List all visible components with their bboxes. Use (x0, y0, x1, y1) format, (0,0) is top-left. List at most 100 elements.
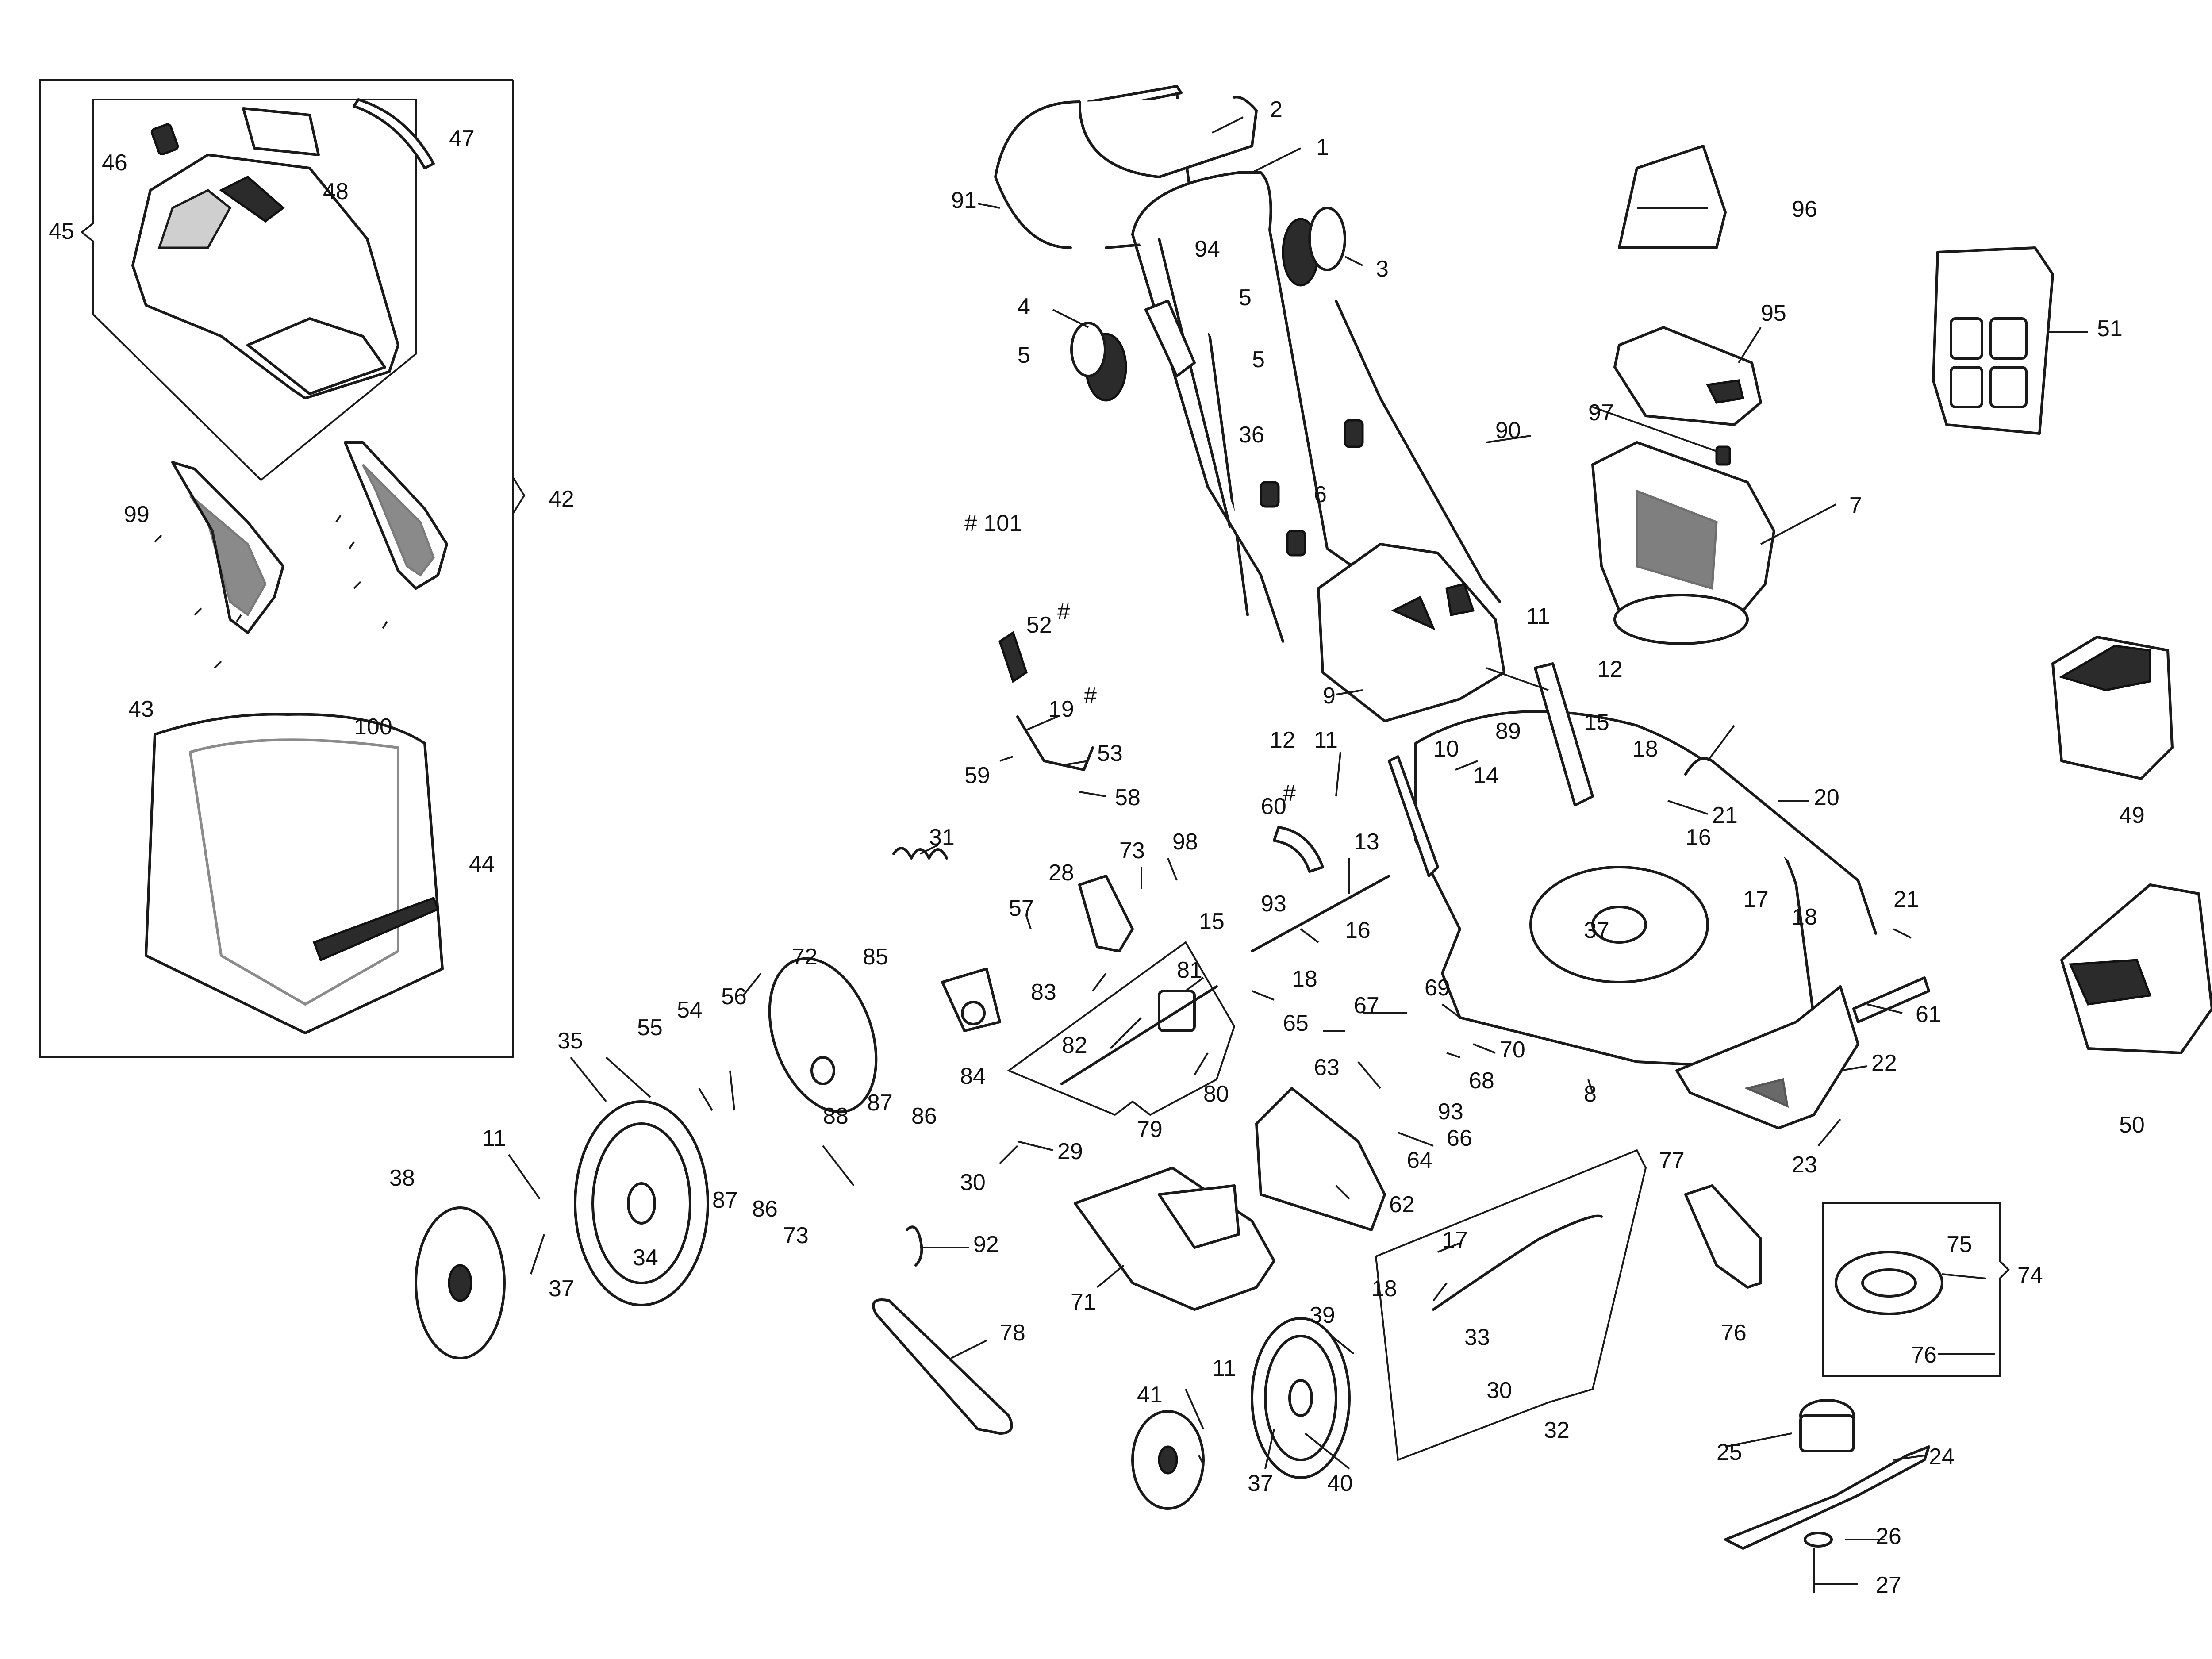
callout-85: 85 (863, 944, 888, 970)
callout-37b: 37 (549, 1276, 574, 1302)
callout-22: 22 (1871, 1050, 1897, 1076)
callout-78: 78 (1000, 1320, 1025, 1346)
callout-94: 94 (1194, 236, 1220, 262)
callout-92: 92 (973, 1232, 999, 1257)
catcher-side-panel-right-icon (344, 441, 448, 590)
top-flap-icon (1618, 145, 1727, 249)
pulley-72-icon (768, 957, 878, 1114)
callout-67: 67 (1354, 993, 1379, 1018)
callout-56: 56 (721, 984, 747, 1010)
callout-84: 84 (960, 1064, 986, 1089)
callout-70: 70 (1500, 1037, 1525, 1063)
front-cover-icon (1675, 985, 1859, 1129)
catcher-clip-icon (150, 123, 179, 155)
drive-belt-78-icon (872, 1298, 1013, 1435)
callout-32: 32 (1544, 1417, 1570, 1443)
mulch-plug-71-icon (1074, 1167, 1275, 1311)
callout-36: 36 (1239, 422, 1264, 448)
callout-52: 52 (1026, 612, 1052, 638)
callout-21b: 21 (1893, 887, 1919, 912)
callout-83: 83 (1031, 979, 1056, 1005)
callout-15b: 15 (1199, 909, 1225, 934)
rear-bracket-left-icon (1388, 755, 1439, 877)
callout-8: 8 (1584, 1081, 1597, 1107)
handle-knob-right-icon (1282, 207, 1346, 287)
callout-41: 41 (1137, 1382, 1163, 1408)
callout-80: 80 (1203, 1081, 1229, 1107)
callout-10: 10 (1433, 736, 1459, 762)
rear-bracket-right-icon (1534, 662, 1594, 806)
callout-98: 98 (1172, 829, 1198, 855)
callout-73a: 73 (1119, 838, 1145, 864)
front-wheel-icon (1251, 1317, 1351, 1479)
hash-mark-19: # (1084, 683, 1097, 709)
callout-5a: 5 (1018, 342, 1030, 368)
cable-assembly-group-frame (1375, 1149, 1647, 1461)
callout-47: 47 (449, 126, 475, 151)
washer-26-icon (1804, 1532, 1833, 1548)
gear-housing-icon (941, 968, 1001, 1032)
motor-81-icon (1060, 985, 1218, 1085)
callout-86b: 86 (752, 1196, 778, 1222)
callout-40: 40 (1327, 1471, 1353, 1496)
battery-pack-icon (2051, 636, 2174, 780)
callout-4: 4 (1018, 294, 1030, 319)
callout-93a: 93 (1261, 891, 1286, 917)
lid-latch-icon (1715, 445, 1731, 466)
callout-38: 38 (389, 1165, 415, 1191)
callout-51: 51 (2097, 316, 2123, 342)
callout-37a: 37 (1584, 918, 1609, 943)
callout-69: 69 (1425, 975, 1450, 1001)
callout-34: 34 (633, 1245, 658, 1271)
leader-lines (508, 116, 2088, 1585)
front-strip-icon (1852, 976, 1930, 1023)
handle-knob-left-icon (1070, 322, 1127, 402)
catcher-bag-icon (145, 713, 444, 1034)
callout-26: 26 (1876, 1524, 1901, 1549)
callout-71: 71 (1071, 1289, 1096, 1315)
callout-81: 81 (1177, 957, 1202, 983)
callout-50: 50 (2119, 1112, 2145, 1138)
callout-25: 25 (1717, 1440, 1742, 1465)
battery-charger-icon (2060, 883, 2212, 1054)
callout-99: 99 (124, 502, 150, 527)
callout-30b: 30 (1486, 1378, 1512, 1403)
catcher-handle-cover-icon (242, 107, 320, 156)
callout-12b: 12 (1270, 727, 1295, 753)
hash-mark-60: # (1283, 780, 1296, 806)
callout-2: 2 (1270, 97, 1283, 123)
callout-7: 7 (1849, 493, 1862, 518)
callout-23: 23 (1792, 1152, 1817, 1178)
callout-14: 14 (1473, 763, 1499, 788)
callout-48: 48 (323, 179, 349, 204)
callout-96: 96 (1792, 196, 1817, 222)
baffle-75-icon (1835, 1251, 1943, 1315)
drive-shaft-group-frame (1006, 941, 1236, 1116)
rear-wheel-icon (574, 1100, 709, 1306)
callout-72: 72 (792, 944, 818, 970)
callout-95: 95 (1761, 300, 1786, 326)
callout-89: 89 (1495, 718, 1521, 744)
callout-101: # 101 (964, 511, 1022, 536)
battery-cover-icon (1317, 543, 1505, 722)
spring-92-icon (906, 1225, 923, 1267)
callout-29: 29 (1057, 1139, 1083, 1164)
callout-91: 91 (951, 188, 977, 213)
callout-5b: 5 (1239, 285, 1252, 311)
callout-46: 46 (102, 150, 127, 176)
callout-11b: 11 (1314, 727, 1338, 753)
callout-87a: 87 (867, 1090, 893, 1116)
callout-87b: 87 (712, 1187, 738, 1213)
callout-12a: 12 (1597, 657, 1623, 682)
callout-13: 13 (1354, 829, 1379, 855)
callout-58: 58 (1115, 785, 1141, 810)
callout-28: 28 (1048, 860, 1074, 886)
callout-60: 60 (1261, 794, 1286, 819)
callout-11c: 11 (482, 1125, 506, 1151)
callout-15a: 15 (1584, 710, 1609, 735)
callout-17b: 17 (1442, 1227, 1468, 1253)
callout-16b: 16 (1686, 825, 1711, 850)
callout-63: 63 (1314, 1055, 1340, 1080)
callout-55: 55 (637, 1015, 663, 1041)
